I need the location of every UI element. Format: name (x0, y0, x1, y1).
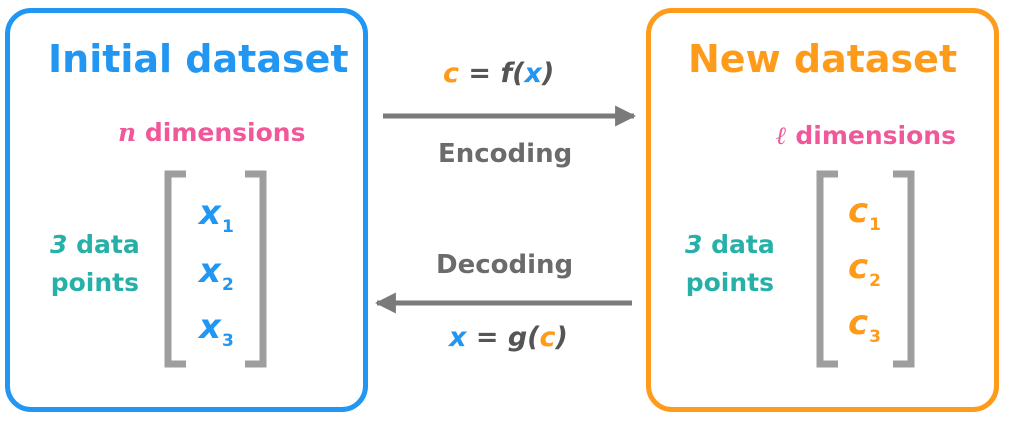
points-line-2: points (685, 268, 774, 297)
dims-text: dimensions (786, 121, 956, 150)
points-data-word: data (67, 230, 140, 259)
initial-data-points-label: 3 data points (50, 226, 140, 302)
encoding-formula: c = f(x) (443, 58, 555, 89)
decoding-label: Decoding (436, 250, 574, 280)
left-open-bracket (164, 170, 186, 368)
points-number: 3 (685, 230, 703, 259)
dims-symbol-l: ℓ (776, 121, 787, 150)
initial-dataset-box (5, 8, 368, 412)
points-line-1: 3 data (685, 226, 775, 264)
decoding-formula: x = g(c) (449, 322, 568, 353)
right-open-bracket (816, 170, 838, 368)
new-dataset-box (646, 8, 999, 412)
new-data-points-label: 3 data points (685, 226, 775, 302)
vector-c3: c3 (848, 303, 881, 347)
new-dataset-title: New dataset (688, 37, 958, 81)
vector-c2: c2 (848, 247, 881, 291)
dims-symbol-n: n (118, 118, 137, 147)
points-line-2: points (50, 268, 139, 297)
left-close-bracket (245, 170, 267, 368)
encoding-label: Encoding (438, 139, 573, 169)
initial-dimensions-label: n dimensions (118, 118, 305, 147)
points-line-1: 3 data (50, 226, 140, 264)
points-data-word: data (702, 230, 775, 259)
initial-dataset-title: Initial dataset (48, 37, 349, 81)
vector-x2: x2 (199, 251, 234, 295)
vector-c1: c1 (848, 191, 881, 235)
dims-text: dimensions (136, 118, 306, 147)
vector-x3: x3 (199, 307, 234, 351)
new-dimensions-label: ℓ dimensions (776, 121, 956, 151)
points-number: 3 (50, 230, 68, 259)
vector-x1: x1 (199, 193, 234, 237)
right-close-bracket (893, 170, 915, 368)
